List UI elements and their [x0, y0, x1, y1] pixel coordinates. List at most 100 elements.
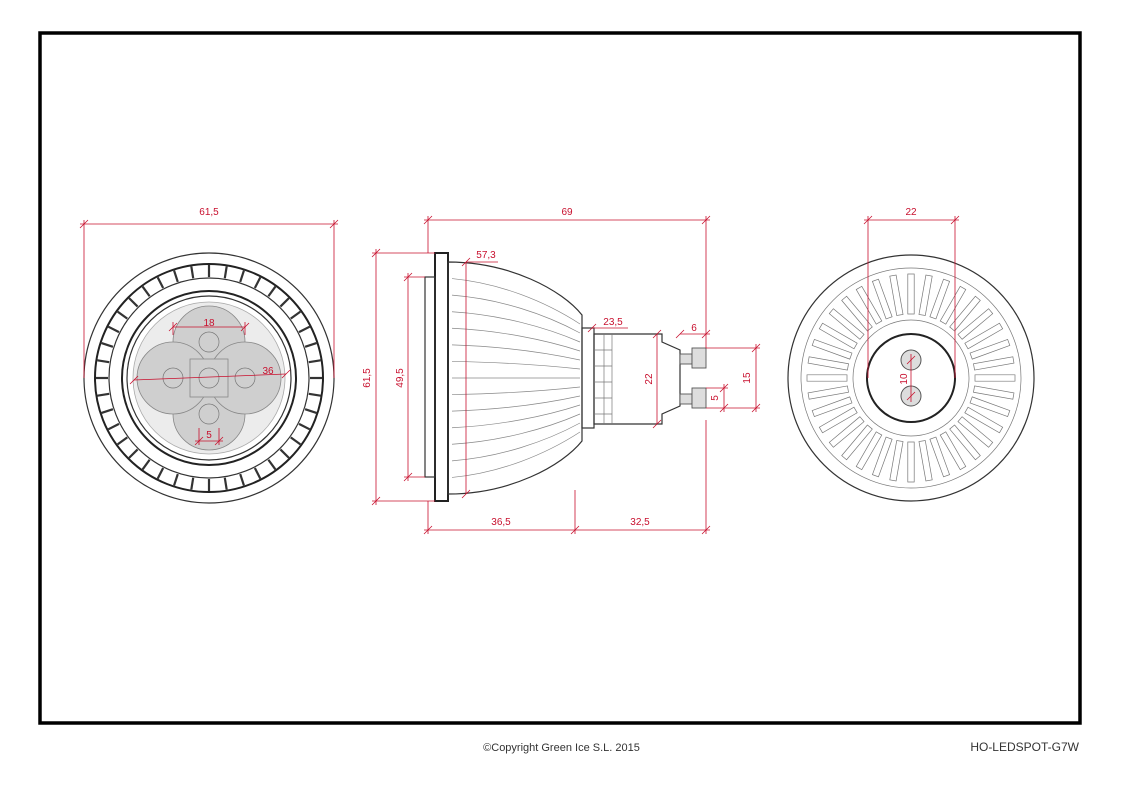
- reflector-fin: [451, 294, 581, 334]
- reflector-fin: [451, 422, 581, 462]
- back-fin: [889, 274, 904, 316]
- pin-bottom-shaft: [679, 393, 693, 405]
- front-fin: [298, 325, 311, 334]
- reflector-fin: [451, 431, 581, 478]
- inner-diameter-label: 49,5: [395, 368, 406, 388]
- back-fin: [964, 406, 1004, 434]
- back-fin: [918, 274, 933, 316]
- back-fin: [811, 396, 853, 418]
- back-inner-ring: [852, 319, 970, 437]
- led-bottom: [198, 403, 220, 425]
- neck-diameter-label: 23,5: [603, 317, 623, 328]
- front-fin: [223, 266, 228, 279]
- front-fin: [279, 297, 290, 308]
- front-fin: [156, 276, 165, 289]
- back-fin: [841, 295, 873, 332]
- pin-top-head: [691, 347, 707, 369]
- reflector-diameter-label: 57,3: [476, 250, 496, 261]
- reflector-fin: [451, 344, 581, 361]
- back-fin: [907, 273, 915, 315]
- back-fin: [818, 406, 858, 434]
- back-fin: [969, 338, 1011, 360]
- front-fin: [156, 467, 165, 480]
- drawing-frame: [38, 31, 1082, 725]
- front-fin: [267, 459, 277, 471]
- model-code: HO-LEDSPOT-G7W: [970, 740, 1079, 754]
- front-bezel: [121, 290, 297, 466]
- front-fin: [298, 422, 311, 431]
- reflector-fin: [451, 311, 581, 343]
- back-base-diameter-label: 22: [905, 207, 917, 218]
- back-fin: [974, 374, 1016, 382]
- led-right: [234, 367, 256, 389]
- reflector-fin: [451, 404, 581, 429]
- front-fin: [173, 473, 179, 486]
- back-fin: [918, 440, 933, 482]
- front-fin: [101, 408, 114, 414]
- back-outer-ring: [800, 267, 1022, 489]
- front-fin: [290, 310, 302, 320]
- reflector-fin: [451, 327, 581, 352]
- back-fin: [807, 356, 849, 371]
- front-fin: [97, 359, 110, 364]
- copyright-text: ©Copyright Green Ice S.L. 2015: [483, 742, 640, 754]
- back-fin: [811, 338, 853, 360]
- rear-section-label: 32,5: [630, 517, 650, 528]
- front-fin: [141, 459, 151, 471]
- back-outer-rim: [787, 254, 1035, 502]
- reflector-fins: [451, 278, 581, 478]
- pin-spacing-label: 15: [742, 372, 753, 384]
- lens-center-block: [189, 358, 229, 398]
- side-view: 69 57,3 23,5 6 61,5 49,5 22: [362, 207, 761, 535]
- front-fin: [267, 285, 277, 297]
- front-fin: [116, 436, 128, 446]
- front-fin: [116, 310, 128, 320]
- led-top: [198, 331, 220, 353]
- reflector-fin: [451, 278, 581, 325]
- pin-length-label: 6: [691, 323, 697, 334]
- front-fin: [308, 359, 321, 364]
- front-fin: [107, 422, 120, 431]
- back-fin: [949, 424, 981, 461]
- front-fin: [128, 297, 139, 308]
- reflector-body: [447, 261, 583, 495]
- reflector-fin: [451, 413, 581, 445]
- front-fin: [141, 285, 151, 297]
- overall-diameter-label: 61,5: [362, 368, 373, 388]
- back-fin: [855, 431, 883, 471]
- back-fin: [828, 308, 865, 340]
- front-fin: [290, 436, 302, 446]
- back-fin: [973, 356, 1015, 371]
- front-view: 61,5 18 36 5: [79, 207, 339, 504]
- back-fin: [889, 440, 904, 482]
- reflector-fin: [451, 395, 581, 412]
- lens-spacing-label: 18: [203, 318, 215, 329]
- back-fin: [973, 385, 1015, 400]
- led-center: [198, 367, 220, 389]
- front-fin: [107, 325, 120, 334]
- back-fins: [806, 273, 1016, 483]
- back-fin: [828, 416, 865, 448]
- front-fins: [96, 265, 322, 491]
- front-fin: [304, 408, 317, 414]
- reflector-fin: [451, 386, 581, 395]
- front-bezel-inner: [126, 295, 292, 461]
- back-fin: [806, 374, 848, 382]
- front-lens-cluster: [136, 305, 282, 451]
- back-fin: [949, 295, 981, 332]
- back-fin: [907, 441, 915, 483]
- front-section-label: 36,5: [491, 517, 511, 528]
- lens-span-label: 36: [262, 366, 274, 377]
- back-fin: [929, 278, 951, 320]
- front-fin: [97, 392, 110, 397]
- back-fin: [969, 396, 1011, 418]
- back-fin: [957, 308, 994, 340]
- front-fin: [253, 276, 262, 289]
- length-label: 69: [561, 207, 573, 218]
- back-fin: [871, 436, 893, 478]
- front-fin: [223, 477, 228, 490]
- back-fin: [929, 436, 951, 478]
- front-lens-plate: [424, 276, 436, 478]
- front-fin: [101, 342, 114, 348]
